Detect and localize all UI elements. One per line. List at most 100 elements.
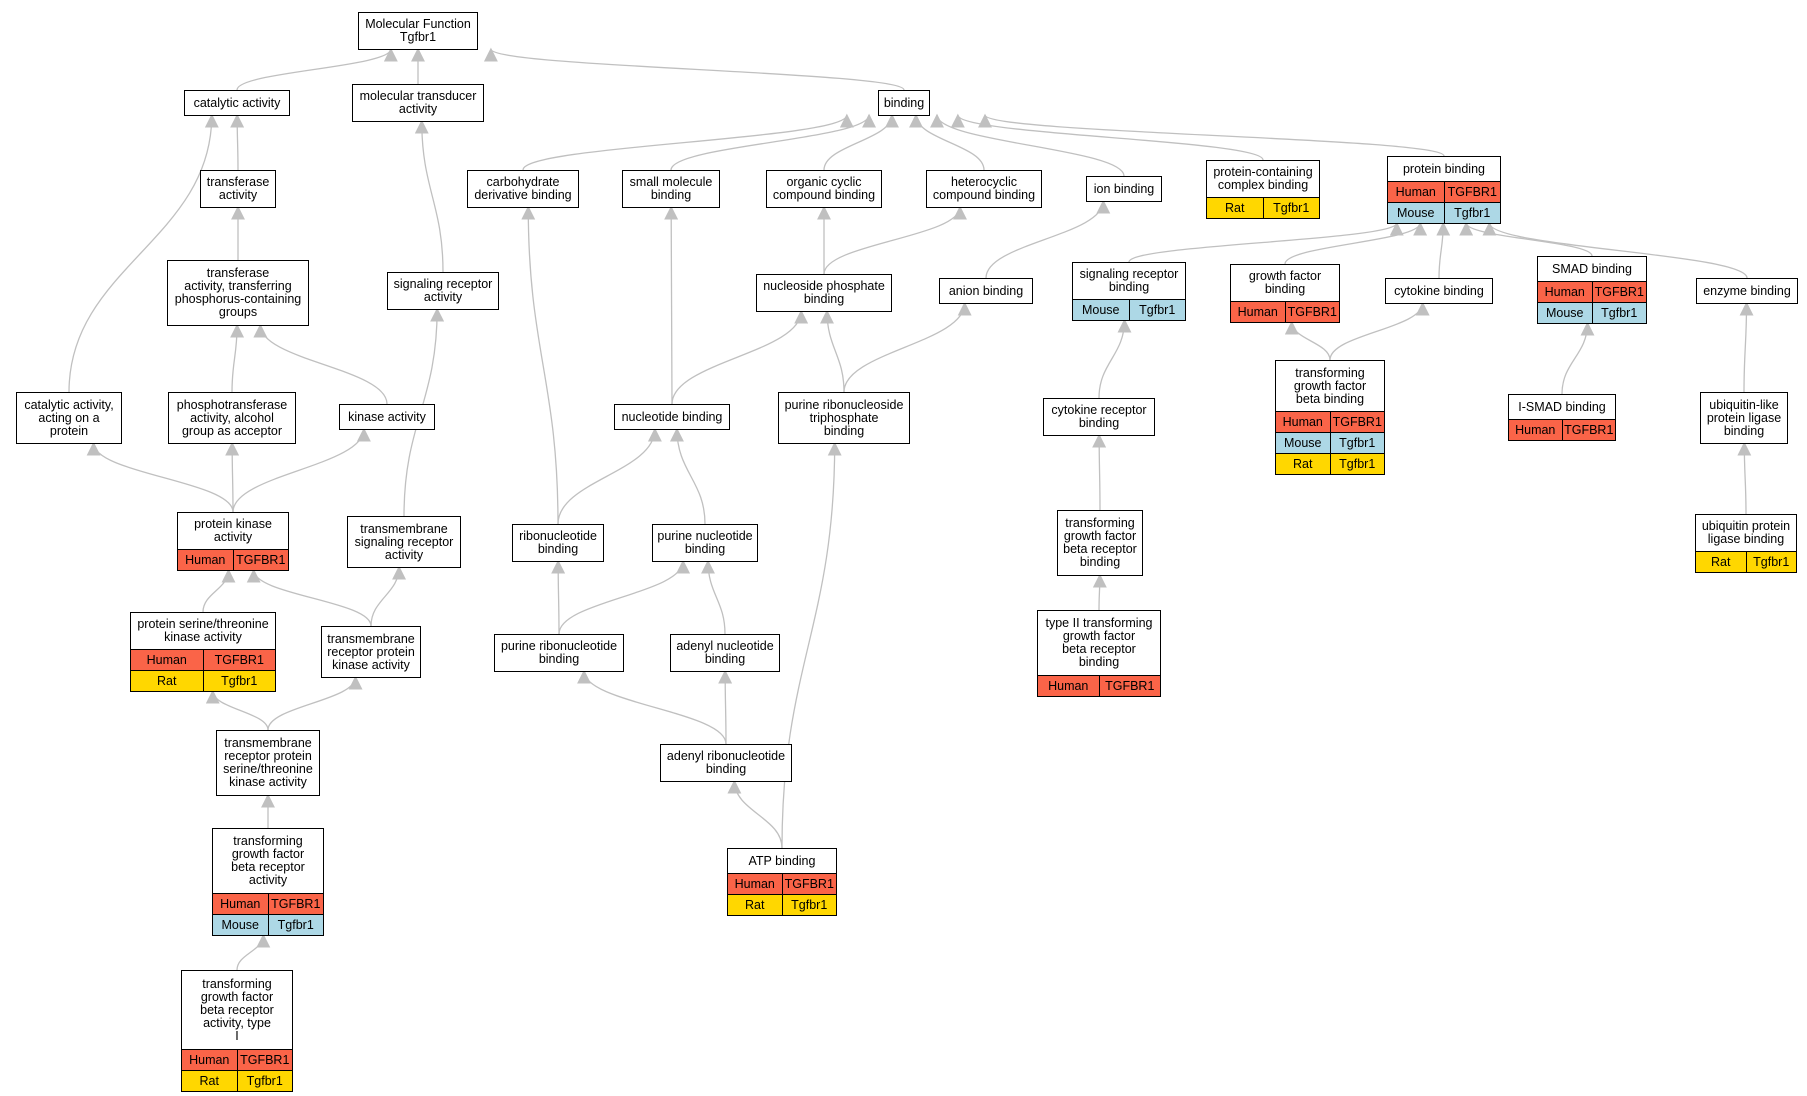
go-term-label: I-SMAD binding (1518, 399, 1606, 414)
gene-cell: Tgfbr1 (781, 895, 837, 915)
is-a-edge (484, 47, 905, 91)
is-a-edge (843, 301, 972, 393)
is-a-edge (236, 933, 271, 971)
species-cell: Rat (745, 897, 765, 912)
gene-cell: Tgfbr1 (1262, 198, 1320, 218)
is-a-edge (1561, 321, 1595, 395)
is-a-edge (978, 113, 1445, 157)
go-term-label: adenyl ribonucleotide binding (666, 749, 786, 776)
go-term-node[interactable]: transmembrane receptor protein serine/th… (216, 730, 320, 796)
species-cell: Human (1395, 184, 1436, 199)
go-term-label: Molecular Function Tgfbr1 (365, 17, 471, 44)
species-cell: Mouse (1396, 205, 1435, 220)
go-term-label: enzyme binding (1703, 283, 1791, 298)
go-term-label: catalytic activity (193, 95, 281, 110)
go-term-label: purine ribonucleotide binding (500, 639, 618, 666)
is-a-edge (727, 779, 783, 849)
is-a-edge (1329, 301, 1430, 361)
go-term-node[interactable]: organic cyclic compound binding (766, 170, 882, 208)
go-term-node[interactable]: purine nucleotide binding (652, 524, 758, 562)
gene-cell: TGFBR1 (202, 650, 276, 670)
gene-cell: Tgfbr1 (267, 915, 324, 935)
go-term-node[interactable]: ubiquitin-like protein ligase binding (1700, 392, 1788, 444)
gene-cell: Tgfbr1 (1443, 203, 1501, 223)
go-term-node[interactable]: transmembrane signaling receptor activit… (347, 516, 461, 568)
go-term-node[interactable]: nucleotide binding (614, 404, 730, 430)
is-a-edge (236, 47, 398, 91)
species-cell: Human (1515, 422, 1556, 437)
species-cell: Mouse (1081, 302, 1120, 317)
go-term-label: cytokine binding (1394, 283, 1484, 298)
go-term-node[interactable]: ribonucleotide binding (512, 524, 604, 562)
go-term-node[interactable]: purine ribonucleotide binding (494, 634, 624, 672)
is-a-edge (1092, 573, 1107, 611)
go-term-node[interactable]: transforming growth factor beta receptor… (1057, 510, 1143, 576)
go-term-node[interactable]: transmembrane receptor protein kinase ac… (321, 626, 421, 678)
go-term-label: ion binding (1093, 181, 1155, 196)
go-term-label: transforming growth factor beta receptor… (1063, 516, 1137, 569)
is-a-edge (202, 568, 236, 613)
is-a-edge (232, 427, 371, 513)
go-term-node[interactable]: nucleoside phosphate binding (756, 274, 892, 312)
is-a-edge (670, 113, 876, 171)
species-cell: Human (1282, 414, 1323, 429)
go-term-label: purine ribonucleoside triphosphate bindi… (784, 397, 904, 438)
go-term-node[interactable]: signaling receptor activity (387, 272, 499, 310)
is-a-edge (1482, 221, 1748, 279)
gene-cell: Tgfbr1 (1128, 300, 1186, 320)
go-term-node[interactable]: heterocyclic compound binding (926, 170, 1042, 208)
go-term-node[interactable]: binding (878, 90, 930, 116)
go-term-node[interactable]: catalytic activity, acting on a protein (16, 392, 122, 444)
go-term-node[interactable]: anion binding (939, 278, 1033, 304)
go-term-node[interactable]: catalytic activity (184, 90, 290, 116)
go-term-node[interactable]: transforming growth factor beta receptor… (181, 970, 293, 1092)
go-term-node[interactable]: cytokine receptor binding (1043, 398, 1155, 436)
is-a-edge (664, 205, 679, 405)
go-term-label: nucleoside phosphate binding (763, 279, 885, 306)
gene-cell: TGFBR1 (1329, 412, 1385, 432)
go-term-node[interactable]: transferase activity, transferring phosp… (167, 260, 309, 326)
is-a-edge (370, 565, 407, 627)
go-term-node[interactable]: transforming growth factor beta receptor… (212, 828, 324, 936)
go-term-node[interactable]: protein serine/threonine kinase activity… (130, 612, 276, 692)
go-term-node[interactable]: kinase activity (339, 404, 435, 430)
go-term-label: transferase activity (206, 175, 270, 202)
go-term-node[interactable]: cytokine binding (1385, 278, 1493, 304)
go-term-label: ubiquitin-like protein ligase binding (1706, 397, 1782, 438)
go-term-node[interactable]: molecular transducer activity (352, 84, 484, 122)
go-term-node[interactable]: adenyl ribonucleotide binding (660, 744, 792, 782)
go-term-node[interactable]: purine ribonucleoside triphosphate bindi… (778, 392, 910, 444)
go-term-node[interactable]: small molecule binding (622, 170, 720, 208)
is-a-edge (823, 113, 899, 171)
species-cell: Human (189, 1052, 230, 1067)
go-term-node[interactable]: transferase activity (200, 170, 276, 208)
species-cell: Rat (1225, 200, 1245, 215)
go-term-node[interactable]: carbohydrate derivative binding (467, 170, 579, 208)
go-term-node[interactable]: Molecular Function Tgfbr1 (358, 12, 478, 50)
species-cell: Rat (1711, 554, 1731, 569)
go-term-label: transforming growth factor beta binding (1293, 365, 1367, 406)
go-term-node[interactable]: phosphotransferase activity, alcohol gro… (168, 392, 296, 444)
go-term-node[interactable]: adenyl nucleotide binding (670, 634, 780, 672)
go-term-node[interactable]: enzyme binding (1696, 278, 1798, 304)
go-term-node[interactable]: ion binding (1086, 176, 1162, 202)
go-term-node[interactable]: type II transforming growth factor beta … (1037, 610, 1161, 697)
is-a-edge (1284, 320, 1331, 361)
